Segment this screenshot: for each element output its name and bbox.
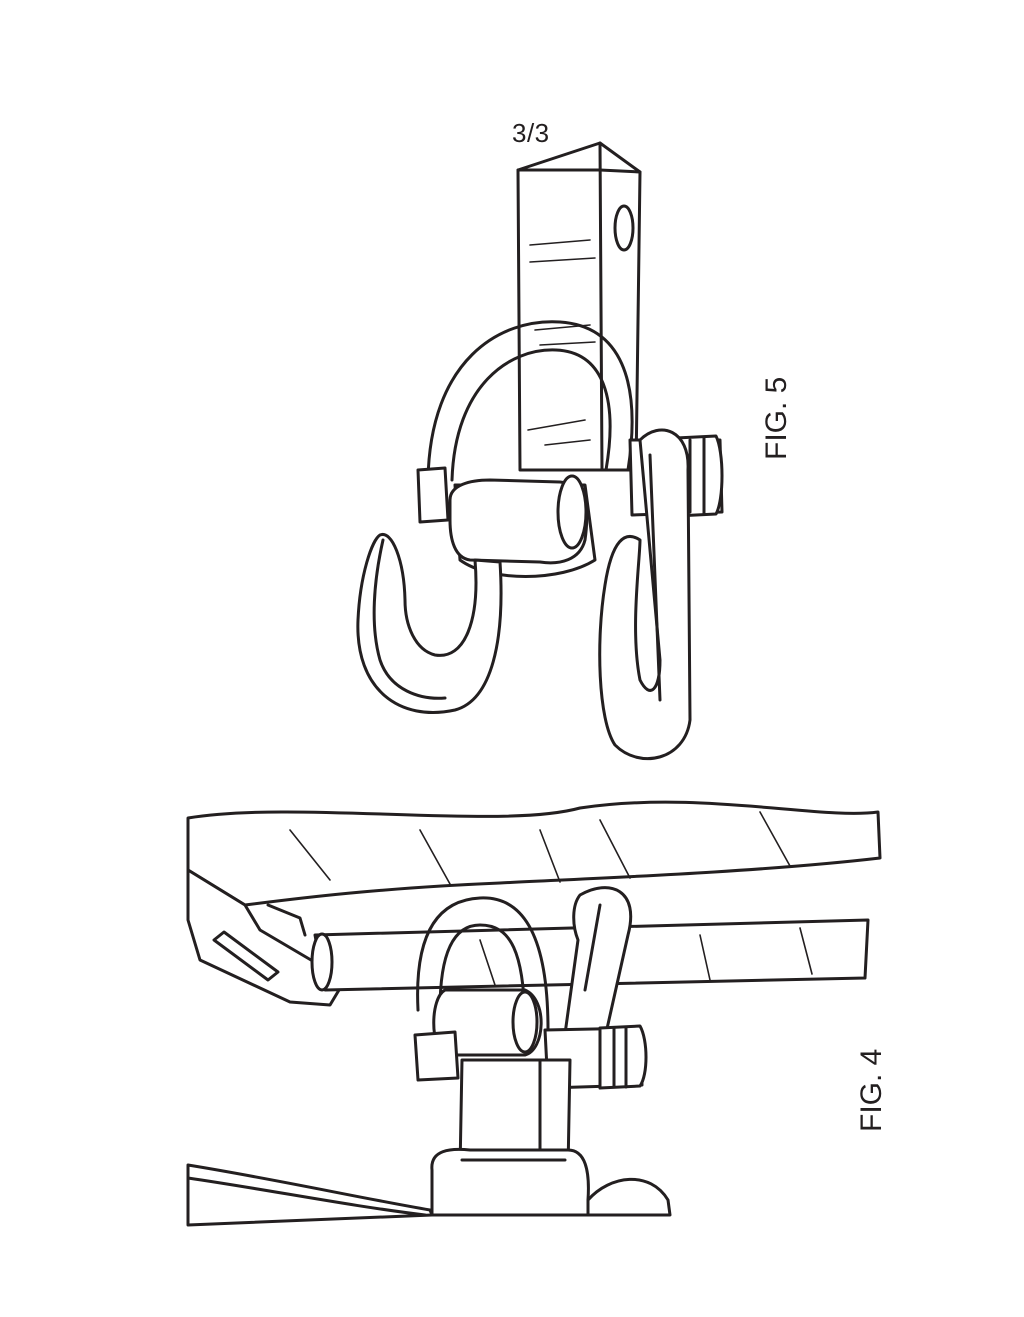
- hex-nut: [598, 1024, 648, 1090]
- lower-frame-rail: [186, 1163, 672, 1227]
- pin-hole: [613, 204, 635, 252]
- d-ring-shackle: [416, 896, 550, 1057]
- upper-frame-rail: [186, 800, 882, 907]
- receiver-shank: [430, 1058, 590, 1217]
- rail-bracket: [186, 868, 347, 1007]
- right-hook: [598, 428, 692, 761]
- fig4-label: FIG. 4: [855, 1048, 888, 1132]
- receiver-bar: [516, 141, 642, 472]
- left-hook: [356, 533, 503, 714]
- sheet-number: 3/3: [512, 118, 550, 148]
